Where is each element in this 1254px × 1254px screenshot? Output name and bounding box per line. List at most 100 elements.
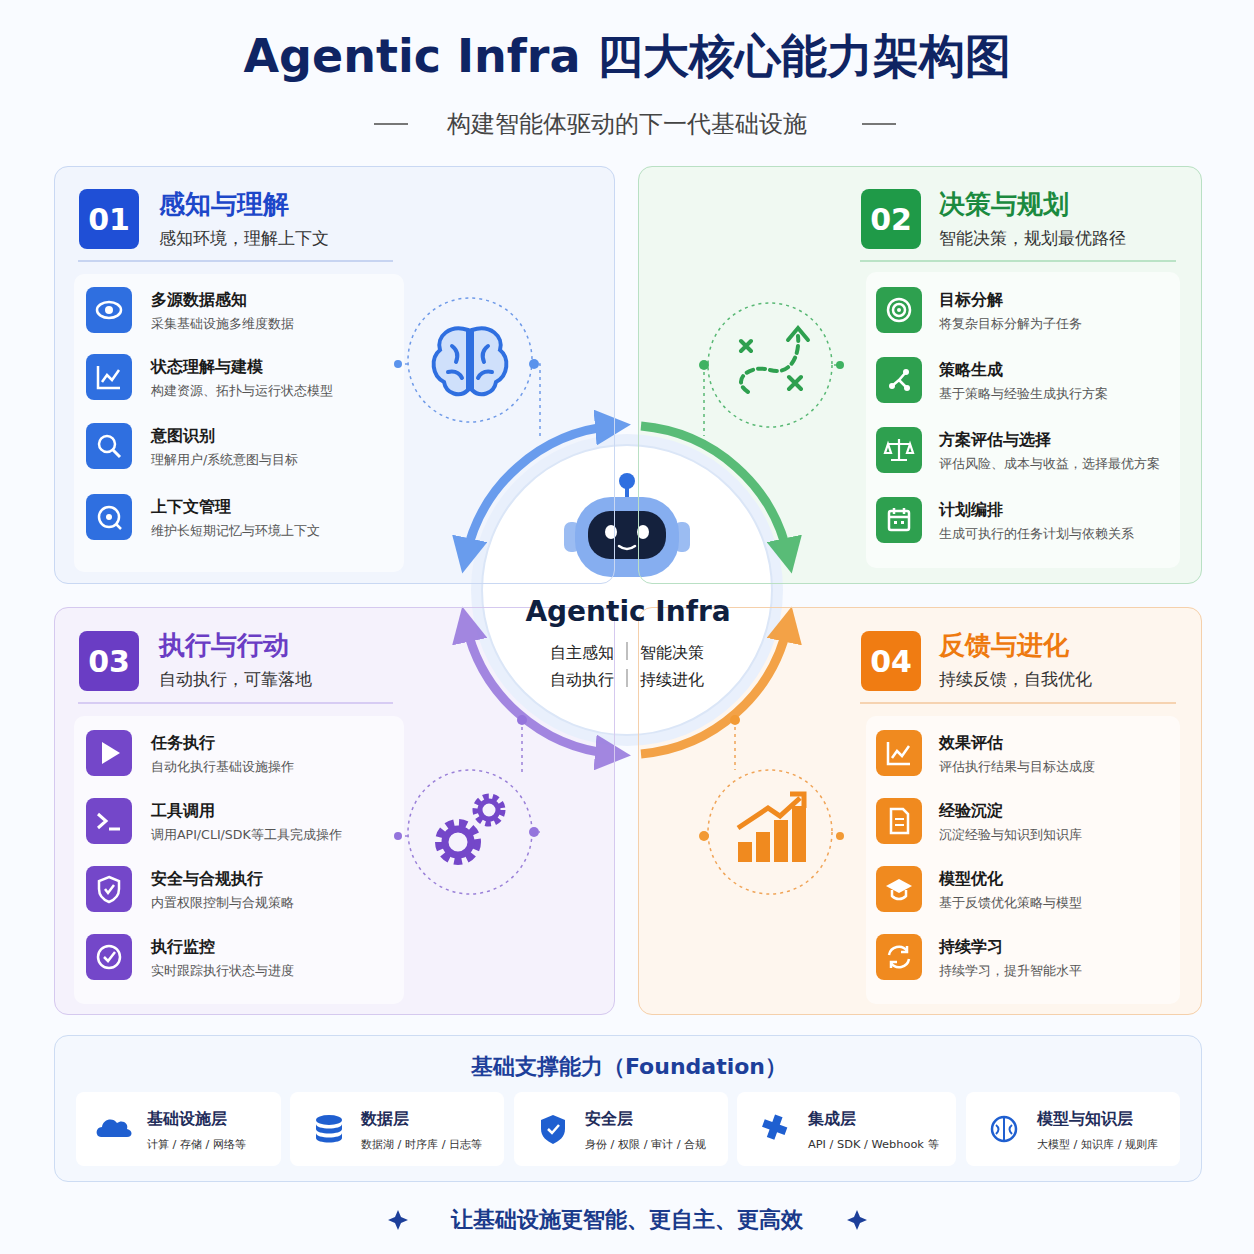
decor-rect [738,842,752,862]
decor-path [886,879,912,893]
decor-g [98,946,120,968]
decor-path [704,720,842,836]
decor-line [374,123,408,125]
decor-rect [966,1092,1180,1166]
card-heading: 模型与知识层 [1037,1109,1189,1130]
decor-ellipse [605,525,617,539]
decor-circle [482,445,772,735]
item-description: 评估风险、成本与收益，选择最优方案 [939,456,1191,473]
decor-rect [876,287,922,333]
core-circle: Agentic Infra自主感知智能决策自动执行持续进化 [483,445,773,735]
decor-circle [445,829,471,855]
capability-item: 执行监控实时跟踪执行状态与进度 [81,932,401,984]
decor-g [885,439,913,460]
decor-line [860,260,1176,262]
decor-path [895,819,904,825]
panel-heading: 感知与理解 [159,187,289,222]
decor-rect [876,934,922,980]
decor-path [448,346,492,378]
core-feature: 自动执行 [514,670,614,691]
decor-rect [86,798,132,844]
decor-circle [836,832,844,840]
capability-item: 上下文管理维护长短期记忆与环境上下文 [81,492,401,544]
decor-rect [876,730,922,776]
decor-rect [876,357,922,403]
card-heading: 基础设施层 [147,1109,290,1130]
decor-rect [575,497,679,577]
decor-path [741,336,798,392]
decor-g [97,1120,132,1137]
decor-path [105,885,114,893]
item-heading: 执行监控 [151,937,401,958]
decor-rect [86,423,132,469]
item-description: 构建资源、拓扑与运行状态模型 [151,383,401,400]
capability-item: 任务执行自动化执行基础设施操作 [81,728,401,780]
decor-circle [99,436,115,452]
item-heading: 模型优化 [939,869,1191,890]
decor-path [892,372,907,388]
decor-path [102,742,120,764]
panel-heading: 执行与行动 [159,628,289,663]
decor-circle [105,306,113,314]
card-description: 数据湖 / 时序库 / 日志等 [361,1137,513,1152]
capability-item: 计划编排生成可执行的任务计划与依赖关系 [871,495,1191,547]
foundation-card: 数据层数据湖 / 时序库 / 日志等 [291,1093,513,1167]
decor-rect [54,1035,1202,1182]
panel-subheading: 智能决策，规划最优路径 [939,227,1126,250]
card-description: 计算 / 存储 / 网络等 [147,1137,290,1152]
decor-circle [480,801,498,819]
item-heading: 上下文管理 [151,497,401,518]
card-heading: 安全层 [585,1109,737,1130]
decor-path [541,1115,565,1144]
decor-circle [619,473,635,489]
decor-path [104,952,115,961]
decor-rect [74,716,404,1004]
decor-circle [708,770,832,894]
decor-path [116,524,121,529]
item-heading: 意图识别 [151,426,401,447]
decor-path [434,328,468,394]
card-heading: 集成层 [808,1109,965,1130]
decor-g [398,298,842,894]
decor-g [97,302,121,318]
number-badge: 04 [861,631,921,691]
decor-rect [514,1092,728,1166]
decor-line [626,669,628,687]
decor-path [388,1210,408,1230]
item-heading: 效果评估 [939,733,1191,754]
decor-path [889,947,909,967]
card-description: API / SDK / Webhook 等 [808,1137,965,1152]
capability-item: 意图识别理解用户/系统意图与目标 [81,421,401,473]
decor-path [472,328,506,394]
decor-path [619,546,635,549]
decor-rect [86,287,132,333]
decor-path [641,624,788,754]
decor-ellipse [97,302,121,318]
item-description: 基于策略与经验生成执行方案 [939,386,1191,403]
item-description: 评估执行结果与目标达成度 [939,759,1191,776]
decor-g [99,877,119,902]
decor-path [996,1117,1012,1141]
item-heading: 目标分解 [939,290,1191,311]
decor-circle [529,359,539,369]
capability-item: 安全与合规执行内置权限控制与合规策略 [81,864,401,916]
card-heading: 数据层 [361,1109,513,1130]
capability-item: 模型优化基于反馈优化策略与模型 [871,864,1191,916]
panel-heading: 决策与规划 [939,187,1069,222]
badge-number: 01 [88,202,130,237]
decor-rect [76,1092,281,1166]
panel-heading: 反馈与进化 [939,628,1069,663]
decor-circle [106,514,112,520]
decor-g [99,436,120,457]
decor-g [888,742,910,764]
decor-g [889,508,909,530]
decor-g [86,287,1016,1144]
item-heading: 方案评估与选择 [939,430,1191,451]
badge-number: 04 [870,644,912,679]
decor-path [316,1124,342,1143]
decor-rect [889,511,909,530]
item-description: 基于反馈优化策略与模型 [939,895,1191,912]
decor-rect [894,521,897,524]
item-heading: 工具调用 [151,801,401,822]
